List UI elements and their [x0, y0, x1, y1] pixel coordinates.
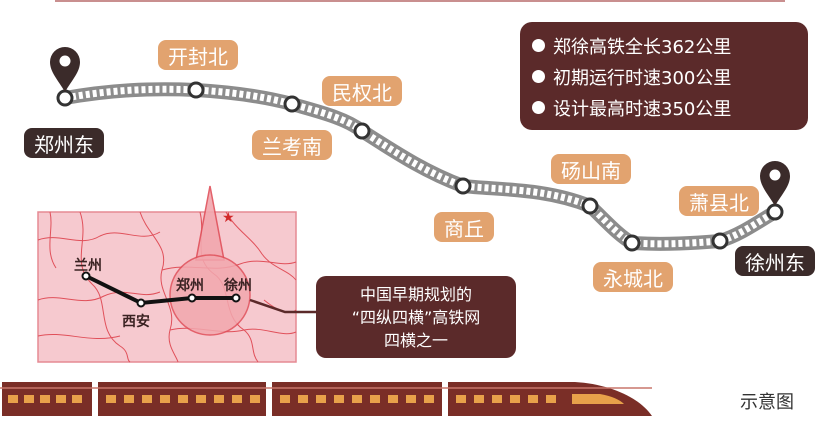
inset-map: ★ — [37, 185, 297, 363]
info-item: 设计最高时速350公里 — [532, 92, 796, 123]
info-box: 郑徐高铁全长362公里 初期运行时速300公里 设计最高时速350公里 — [520, 22, 808, 130]
dot-zhengzhou-east — [56, 89, 74, 107]
station-dots — [56, 81, 784, 252]
dot-shangqiu — [454, 177, 472, 195]
station-label-yongcheng-north: 永城北 — [593, 262, 673, 292]
info-item-text: 设计最高时速350公里 — [553, 98, 732, 120]
station-label-xuzhou-east: 徐州东 — [735, 246, 815, 276]
station-label-minquan-north: 民权北 — [322, 76, 402, 106]
dot-dangshan-south — [581, 197, 599, 215]
station-label-shangqiu: 商丘 — [434, 212, 494, 242]
plan-connector — [249, 298, 316, 314]
pin-icon — [760, 161, 790, 206]
station-label-zhengzhou-east: 郑州东 — [24, 128, 104, 158]
dot-xuzhou-east — [766, 203, 784, 221]
plan-note-line: 四横之一 — [383, 330, 448, 350]
info-item-text: 郑徐高铁全长362公里 — [553, 36, 732, 58]
inset-city-xuzhou: 徐州 — [224, 278, 252, 294]
bullet-icon — [532, 101, 545, 114]
dot-lankao-south — [283, 95, 301, 113]
dot-minquan-north — [353, 122, 371, 140]
dot-kaifeng-north — [187, 81, 205, 99]
pin-icon — [50, 47, 80, 92]
info-item: 郑徐高铁全长362公里 — [532, 30, 796, 61]
bullet-icon — [532, 39, 545, 52]
station-label-kaifeng-north: 开封北 — [158, 40, 238, 70]
dot-xiaoxian-north — [711, 232, 729, 250]
plan-note-line: “四纵四横”高铁网 — [351, 307, 481, 327]
info-item: 初期运行时速300公里 — [532, 61, 796, 92]
plan-note-line: 中国早期规划的 — [359, 284, 472, 304]
station-label-lankao-south: 兰考南 — [252, 130, 332, 160]
inset-city-zhengzhou: 郑州 — [176, 278, 204, 294]
inset-route — [85, 274, 236, 306]
train-illustration — [0, 382, 652, 416]
inset-city-lanzhou: 兰州 — [74, 258, 102, 274]
station-label-xiaoxian-north: 萧县北 — [679, 186, 759, 216]
info-item-text: 初期运行时速300公里 — [553, 67, 732, 89]
inset-city-xian: 西安 — [122, 314, 150, 330]
capital-star-icon: ★ — [222, 210, 235, 226]
schematic-note: 示意图 — [740, 392, 794, 413]
dot-yongcheng-north — [623, 234, 641, 252]
station-label-dangshan-south: 砀山南 — [551, 154, 631, 184]
bullet-icon — [532, 70, 545, 83]
plan-note-box: 中国早期规划的 “四纵四横”高铁网 四横之一 — [316, 276, 516, 358]
railway-route — [58, 82, 782, 251]
